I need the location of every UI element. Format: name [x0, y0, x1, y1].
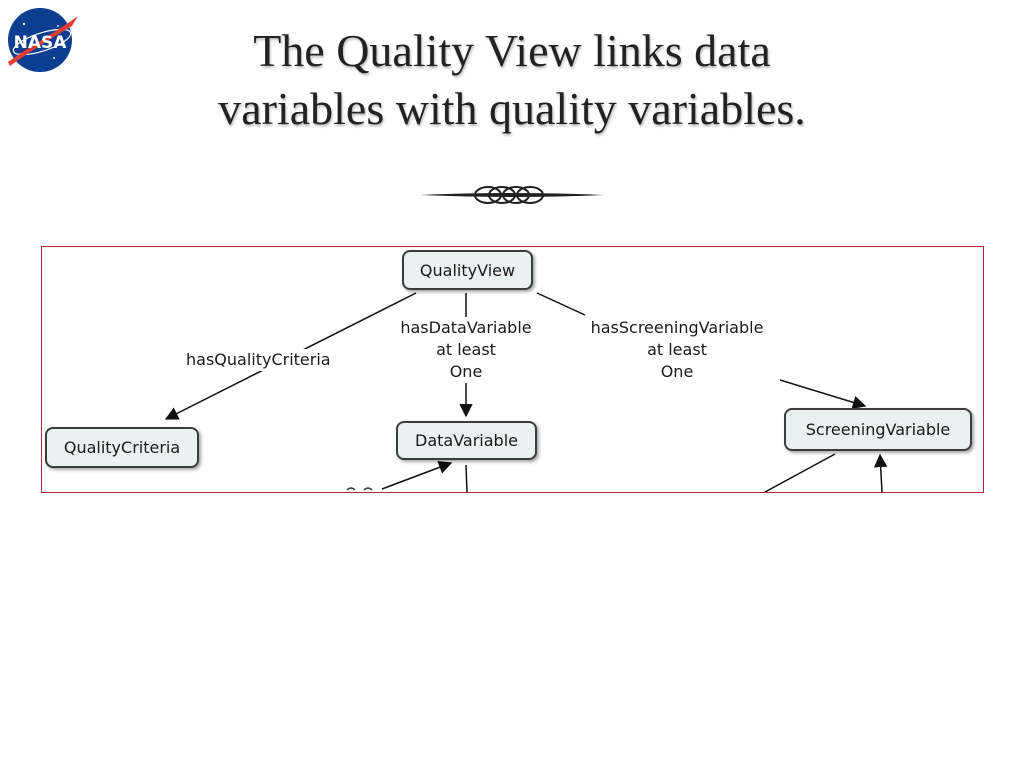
node-quality-criteria: QualityCriteria [45, 427, 199, 468]
slide-title: The Quality View links data variables wi… [80, 22, 944, 138]
title-line-2: variables with quality variables. [218, 83, 806, 134]
edge-cropped-from-screening [764, 453, 836, 492]
svg-text:NASA: NASA [14, 33, 68, 53]
edge-cropped-down-data-variable [465, 464, 468, 492]
edge-label-line: at least [436, 340, 496, 359]
concept-map: hasQualityCriteria hasDataVariable at le… [41, 246, 984, 493]
edge-label-has-screening-variable: hasScreeningVariable at least One [577, 317, 777, 383]
node-data-variable: DataVariable [396, 421, 537, 460]
edge-screening-variable-lower [779, 379, 867, 409]
nasa-logo: NASA [8, 8, 78, 72]
edge-label-line: hasScreeningVariable [590, 318, 764, 337]
edge-label-has-quality-criteria: hasQualityCriteria [186, 349, 331, 371]
edge-label-line: hasDataVariable [400, 318, 532, 337]
cropped-label-fragment [346, 487, 373, 491]
title-line-1: The Quality View links data [253, 25, 771, 76]
edge-cropped-into-screening [873, 453, 888, 492]
title-ornament [420, 186, 604, 204]
edge-cropped-into-data-variable [381, 460, 453, 490]
node-quality-view: QualityView [402, 250, 533, 290]
edge-label-line: One [660, 362, 694, 381]
edge-screening-variable-upper [536, 292, 586, 316]
edge-label-line: One [449, 362, 483, 381]
concept-map-edges [164, 292, 888, 492]
edge-label-has-data-variable: hasDataVariable at least One [391, 317, 541, 383]
node-screening-variable: ScreeningVariable [784, 408, 972, 451]
edge-label-line: at least [647, 340, 707, 359]
